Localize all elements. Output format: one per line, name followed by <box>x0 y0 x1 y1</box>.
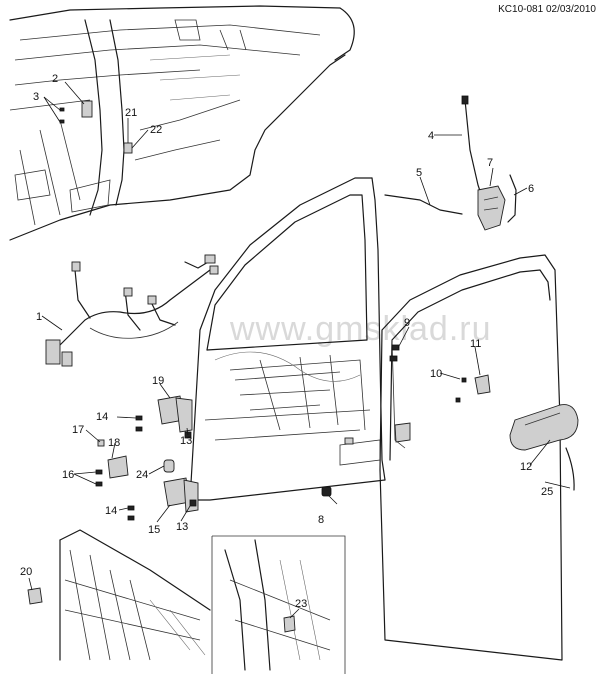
callout-24: 24 <box>136 469 148 481</box>
pillar-detail-inset <box>211 535 346 674</box>
callout-8: 8 <box>318 514 324 526</box>
callout-19: 19 <box>152 375 164 387</box>
callout-4: 4 <box>428 130 434 142</box>
hinges-hardware <box>95 344 491 521</box>
outside-handle <box>509 404 579 491</box>
check-link-inset <box>27 529 211 661</box>
latch-assembly <box>384 95 517 231</box>
rear-door-panel <box>379 254 563 661</box>
door-wiring-harness <box>45 254 219 367</box>
callout-9: 9 <box>404 317 410 329</box>
callout-25: 25 <box>541 486 553 498</box>
callout-2: 2 <box>52 73 58 85</box>
callout-7: 7 <box>487 157 493 169</box>
callout-13-lower: 13 <box>176 521 188 533</box>
leader-lines <box>28 81 571 619</box>
callout-5: 5 <box>416 167 422 179</box>
front-door-frame <box>189 177 386 501</box>
callout-22: 22 <box>150 124 162 136</box>
callout-3: 3 <box>33 91 39 103</box>
callout-labels: 2 3 21 22 4 5 7 6 1 9 11 10 19 14 17 13 … <box>20 73 553 610</box>
diagram-reference: KC10-081 02/03/2010 <box>498 4 596 15</box>
callout-14-upper: 14 <box>96 411 108 423</box>
callout-11: 11 <box>470 338 481 350</box>
callout-15: 15 <box>148 524 160 536</box>
callout-6: 6 <box>528 183 534 195</box>
callout-17: 17 <box>72 424 84 436</box>
body-pillar-inset <box>9 5 355 241</box>
callout-21: 21 <box>125 107 137 119</box>
callout-18: 18 <box>108 437 120 449</box>
callout-23: 23 <box>295 598 307 610</box>
callout-12: 12 <box>520 461 532 473</box>
callout-1: 1 <box>36 311 42 323</box>
watermark: www.gmsklad.ru <box>229 310 492 348</box>
callout-20: 20 <box>20 566 32 578</box>
callout-13-upper: 13 <box>180 435 192 447</box>
callout-10: 10 <box>430 368 442 380</box>
callout-16: 16 <box>62 469 74 481</box>
callout-14-lower: 14 <box>105 505 117 517</box>
